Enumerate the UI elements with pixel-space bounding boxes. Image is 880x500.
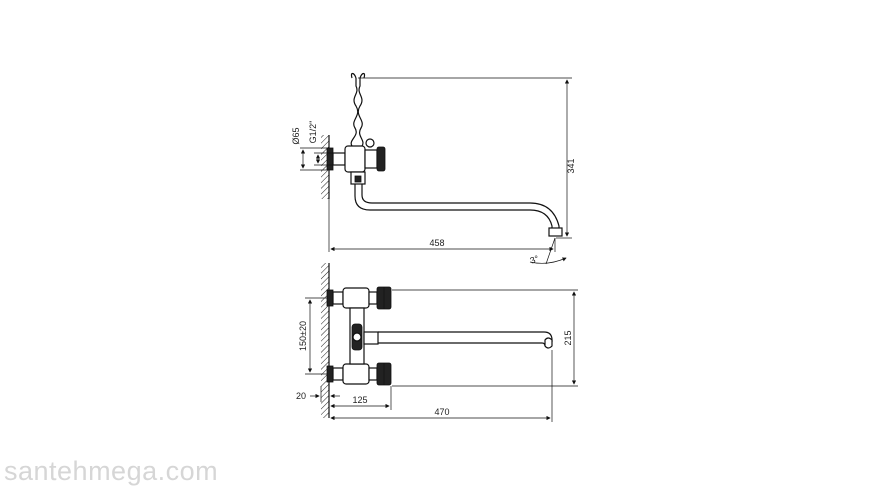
- dim-diameter-65: Ø65: [291, 127, 301, 144]
- dim-swivel-angle: 3°: [529, 253, 541, 265]
- wall-hatch-lower: [321, 263, 329, 418]
- side-view: 341 458 Ø65 G1/2" 3°: [291, 72, 576, 266]
- dim-reach-125: 125: [352, 395, 367, 405]
- dim-length-458: 458: [429, 238, 444, 248]
- dim-thread-g12: G1/2": [308, 121, 318, 144]
- watermark-text: santehmega.com: [4, 456, 219, 486]
- dim-depth-215: 215: [563, 330, 573, 345]
- dim-spacing-150: 150±20: [298, 321, 308, 351]
- wall-hatch-upper: [321, 135, 329, 199]
- dim-wall-offset-20: 20: [296, 391, 306, 401]
- top-view: 215 150±20 20 125 470: [296, 263, 578, 422]
- dim-height-341: 341: [566, 158, 576, 173]
- dim-overall-470: 470: [434, 407, 449, 417]
